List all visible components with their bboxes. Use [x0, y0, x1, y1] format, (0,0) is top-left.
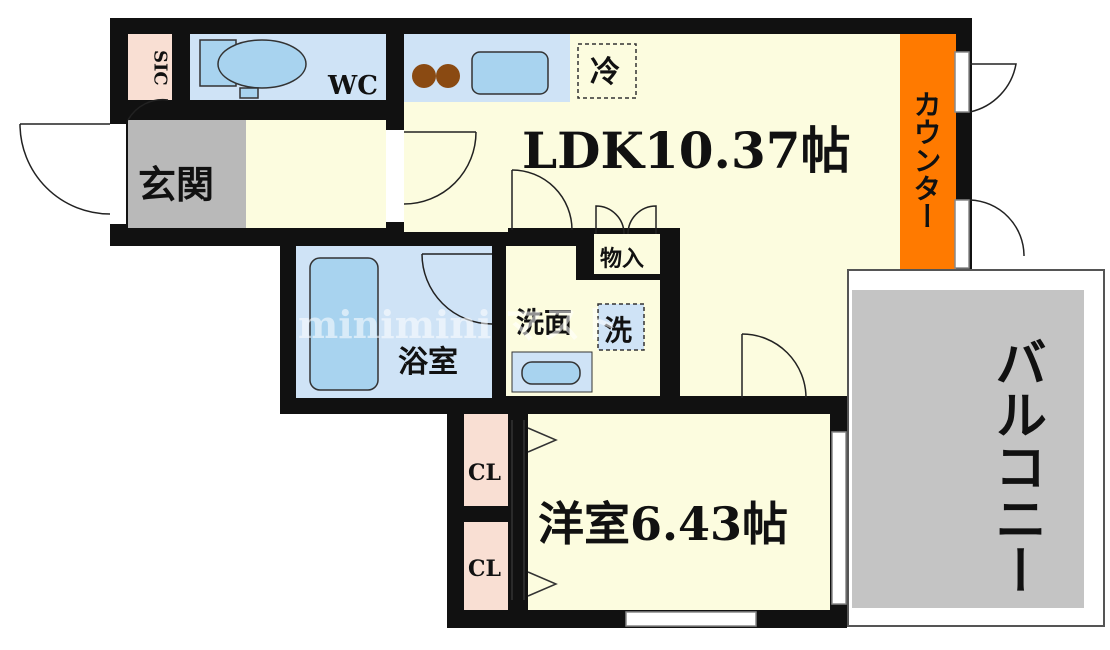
storage-room	[594, 234, 660, 274]
balcony-floor	[852, 290, 1084, 608]
closet-doors	[511, 420, 558, 600]
closet-bottom	[464, 522, 508, 610]
storage-label: 物入	[600, 246, 644, 272]
doors	[19, 63, 1025, 399]
fridge-label: 冷	[590, 55, 620, 90]
vanity-basin-icon	[521, 361, 581, 385]
balcony-label: バルコニー	[986, 336, 1047, 596]
sic-area	[128, 34, 172, 100]
ldk-label: LDK10.37帖	[522, 121, 851, 180]
closet-bottom-label: CL	[468, 556, 501, 582]
entrance-label: 玄関	[138, 162, 214, 207]
bathtub-icon	[309, 257, 379, 391]
washer-icon	[597, 303, 645, 351]
fridge-icon	[577, 43, 637, 99]
sic-label: SIC	[150, 50, 171, 86]
windows	[625, 51, 970, 627]
wc-label: WC	[327, 71, 378, 101]
bath-label: 浴室	[398, 345, 458, 380]
counter	[900, 34, 956, 290]
counter-label: カウンター	[910, 90, 943, 230]
washroom-label: 洗面	[516, 306, 572, 339]
toilet-icon	[199, 39, 307, 99]
washer-label: 洗	[604, 314, 632, 347]
closet-top-label: CL	[468, 460, 501, 486]
western-room-label: 洋室6.43帖	[538, 497, 788, 551]
stove-icon	[412, 64, 460, 88]
ldk-room	[404, 34, 900, 396]
kitchen-sink-icon	[471, 51, 549, 95]
hallway	[246, 120, 386, 228]
closet-top	[464, 414, 508, 506]
watermark: minimini マスト	[298, 302, 619, 347]
entrance-floor	[128, 120, 246, 228]
western-room	[528, 414, 830, 610]
